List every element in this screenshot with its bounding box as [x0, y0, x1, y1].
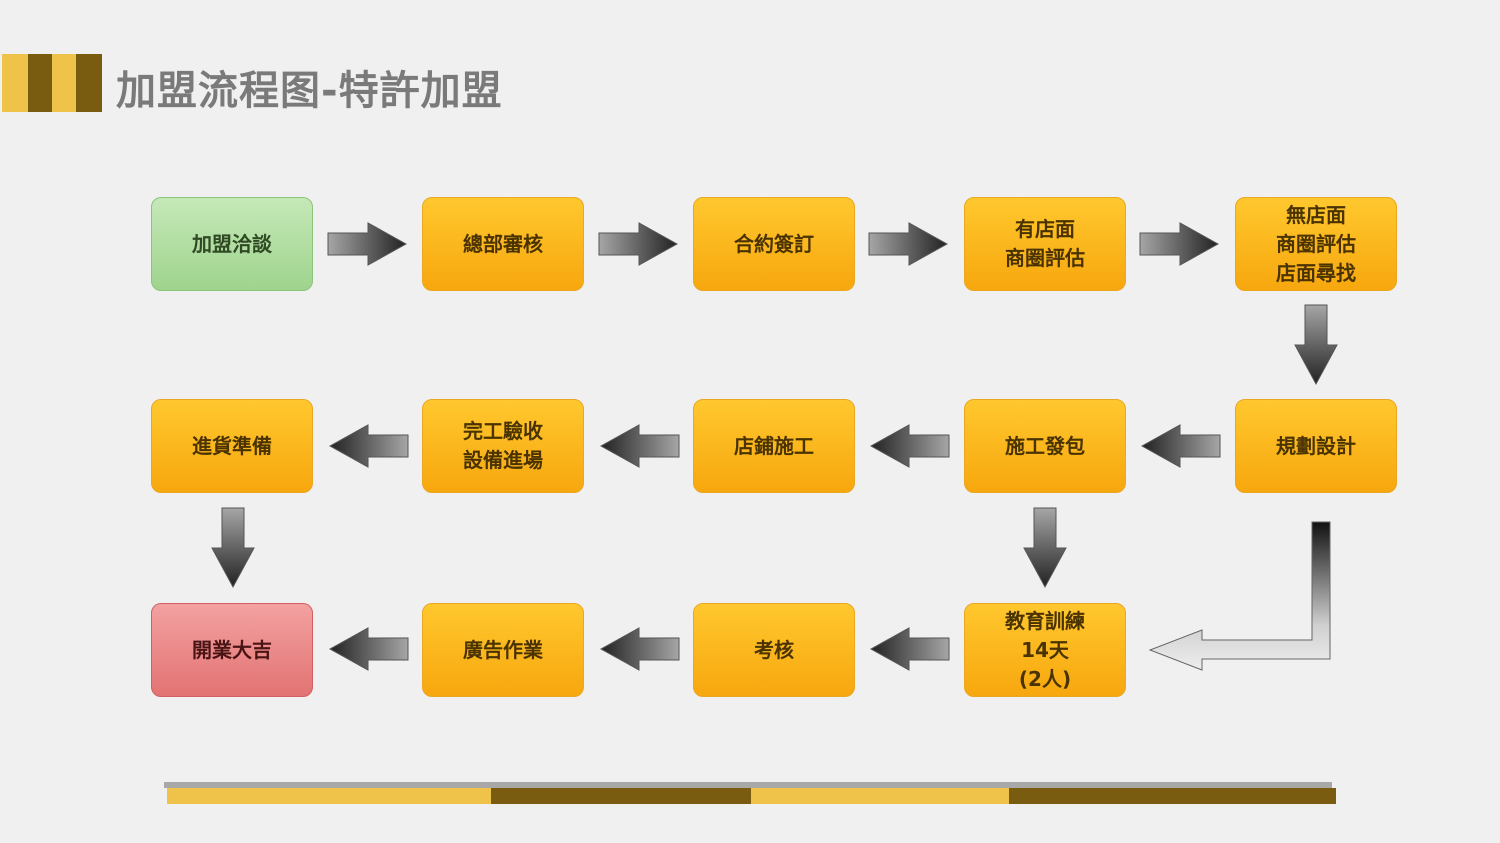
- node-store-construction: 店鋪施工: [693, 399, 855, 493]
- arrow-left-3: [599, 424, 680, 468]
- arrow-right-4: [1139, 222, 1220, 266]
- node-franchise-negotiation: 加盟洽談: [151, 197, 313, 291]
- arrow-right-2: [598, 222, 679, 266]
- title-bar-stripe-3: [52, 54, 76, 112]
- arrow-left-2: [869, 424, 950, 468]
- arrow-elbow: [1148, 521, 1331, 671]
- arrow-down-3: [211, 507, 255, 589]
- node-construction-contract: 施工發包: [964, 399, 1126, 493]
- arrow-left-5: [869, 627, 950, 671]
- node-stock-preparation: 進貨準備: [151, 399, 313, 493]
- footer-decoration: [164, 782, 1336, 804]
- title-bar-stripe-1: [2, 54, 28, 112]
- node-grand-opening: 開業大吉: [151, 603, 313, 697]
- node-hq-review: 總部審核: [422, 197, 584, 291]
- node-planning-design: 規劃設計: [1235, 399, 1397, 493]
- arrow-left-4: [328, 424, 409, 468]
- arrow-down-1: [1294, 304, 1338, 386]
- node-assessment: 考核: [693, 603, 855, 697]
- title-bar-stripe-2: [28, 54, 52, 112]
- title-bar-stripe-4: [76, 54, 102, 112]
- arrow-right-3: [868, 222, 949, 266]
- arrow-left-7: [328, 627, 409, 671]
- title-decoration: [0, 54, 102, 112]
- node-training: 教育訓練 14天 (2人): [964, 603, 1126, 697]
- node-no-store-search: 無店面 商圈評估 店面尋找: [1235, 197, 1397, 291]
- node-completion-equipment: 完工驗收 設備進場: [422, 399, 584, 493]
- arrow-right-1: [327, 222, 408, 266]
- arrow-down-2: [1023, 507, 1067, 589]
- node-with-store-assessment: 有店面 商圈評估: [964, 197, 1126, 291]
- node-advertising: 廣告作業: [422, 603, 584, 697]
- arrow-left-1: [1140, 424, 1221, 468]
- page-title: 加盟流程图-特許加盟: [116, 68, 503, 114]
- node-contract-signing: 合約簽訂: [693, 197, 855, 291]
- arrow-left-6: [599, 627, 680, 671]
